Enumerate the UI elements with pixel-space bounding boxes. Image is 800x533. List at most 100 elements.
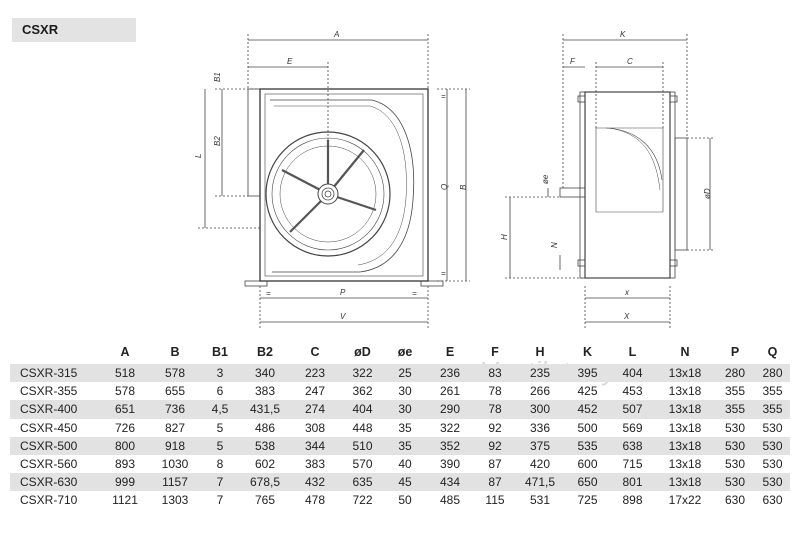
value-cell: 530: [755, 473, 790, 492]
value-cell: 486: [254, 420, 276, 435]
value-cell: 638: [610, 436, 655, 455]
dim-label-eq-3: =: [266, 289, 271, 298]
value-cell: 362: [352, 384, 373, 399]
dim-label-eq-1: =: [441, 92, 446, 101]
value-cell: 485: [439, 493, 461, 508]
value-cell: 13x18: [655, 400, 715, 419]
model-cell: CSXR-560: [20, 457, 78, 472]
value-cell: 500: [577, 420, 598, 435]
value-cell: 355: [762, 384, 783, 399]
value-cell: 115: [485, 493, 505, 508]
column-header: Q: [767, 345, 778, 359]
value-cell: 530: [724, 457, 746, 472]
dim-label-H: H: [500, 234, 509, 240]
value-cell: 404: [340, 400, 385, 419]
dim-label-A: A: [333, 30, 339, 39]
value-cell: 45: [385, 473, 425, 492]
technical-drawing: A E B1 B2 L = = Q B = = P V K F C øe H N…: [194, 30, 715, 330]
value-cell: 280: [755, 364, 790, 383]
value-cell: 13x18: [655, 436, 715, 455]
value-cell: 722: [352, 493, 373, 508]
value-cell: 452: [565, 400, 610, 419]
value-cell: 340: [240, 364, 290, 383]
value-cell: 800: [100, 436, 150, 455]
value-cell: 425: [577, 384, 598, 399]
value-cell: 30: [398, 384, 412, 399]
value-cell: 308: [304, 420, 326, 435]
value-cell: 765: [254, 493, 276, 508]
dim-label-eq-2: =: [441, 269, 446, 278]
value-cell: 83: [475, 364, 515, 383]
value-cell: 725: [577, 493, 598, 508]
value-cell: 87: [475, 473, 515, 492]
value-cell: 87: [488, 457, 502, 472]
value-cell: 1030: [161, 457, 189, 472]
value-cell: 530: [755, 436, 790, 455]
value-cell: 290: [425, 400, 475, 419]
column-header: [10, 340, 100, 364]
column-header: F: [491, 345, 499, 359]
value-cell: 1303: [161, 493, 189, 508]
value-cell: 530: [715, 436, 755, 455]
value-cell: 651: [100, 400, 150, 419]
value-cell: 375: [515, 436, 565, 455]
value-cell: 355: [755, 400, 790, 419]
dim-label-P: P: [340, 288, 346, 297]
value-cell: 355: [724, 384, 746, 399]
dim-label-phi-D: øD: [703, 188, 712, 199]
value-cell: 453: [622, 384, 643, 399]
value-cell: 3: [200, 364, 240, 383]
value-cell: 274: [290, 400, 340, 419]
dim-label-B2: B2: [213, 136, 222, 146]
dim-label-C: C: [627, 57, 633, 66]
value-cell: 650: [565, 473, 610, 492]
value-cell: 5: [216, 420, 224, 435]
value-cell: 4,5: [200, 400, 240, 419]
value-cell: 35: [385, 436, 425, 455]
dim-label-eq-4: =: [412, 289, 417, 298]
column-header: L: [628, 345, 637, 359]
column-header: N: [680, 345, 690, 359]
value-cell: 266: [529, 384, 551, 399]
value-cell: 13x18: [655, 473, 715, 492]
value-cell: 999: [100, 473, 150, 492]
dim-label-phi-e: øe: [541, 174, 550, 184]
column-header: øD: [354, 345, 371, 359]
value-cell: 518: [100, 364, 150, 383]
dim-label-F: F: [570, 57, 576, 66]
value-cell: 7: [200, 473, 240, 492]
value-cell: 507: [610, 400, 655, 419]
value-cell: 30: [385, 400, 425, 419]
value-cell: 92: [488, 420, 502, 435]
value-cell: 535: [565, 436, 610, 455]
value-cell: 578: [150, 364, 200, 383]
value-cell: 25: [385, 364, 425, 383]
value-cell: 92: [475, 436, 515, 455]
model-label: CSXR: [12, 18, 136, 42]
value-cell: 678,5: [240, 473, 290, 492]
value-cell: 715: [622, 457, 643, 472]
value-cell: 510: [340, 436, 385, 455]
dim-label-L: L: [194, 154, 203, 158]
dim-label-K: K: [620, 30, 626, 39]
column-header: A: [120, 345, 130, 359]
value-cell: 383: [304, 457, 326, 472]
value-cell: 578: [114, 384, 136, 399]
column-header: P: [730, 345, 740, 359]
value-cell: 404: [610, 364, 655, 383]
value-cell: 7: [216, 493, 224, 508]
column-header: K: [582, 345, 593, 359]
value-cell: 322: [439, 420, 461, 435]
column-header: E: [445, 345, 455, 359]
value-cell: 431,5: [240, 400, 290, 419]
value-cell: 471,5: [515, 473, 565, 492]
value-cell: 13x18: [655, 364, 715, 383]
value-cell: 390: [439, 457, 461, 472]
